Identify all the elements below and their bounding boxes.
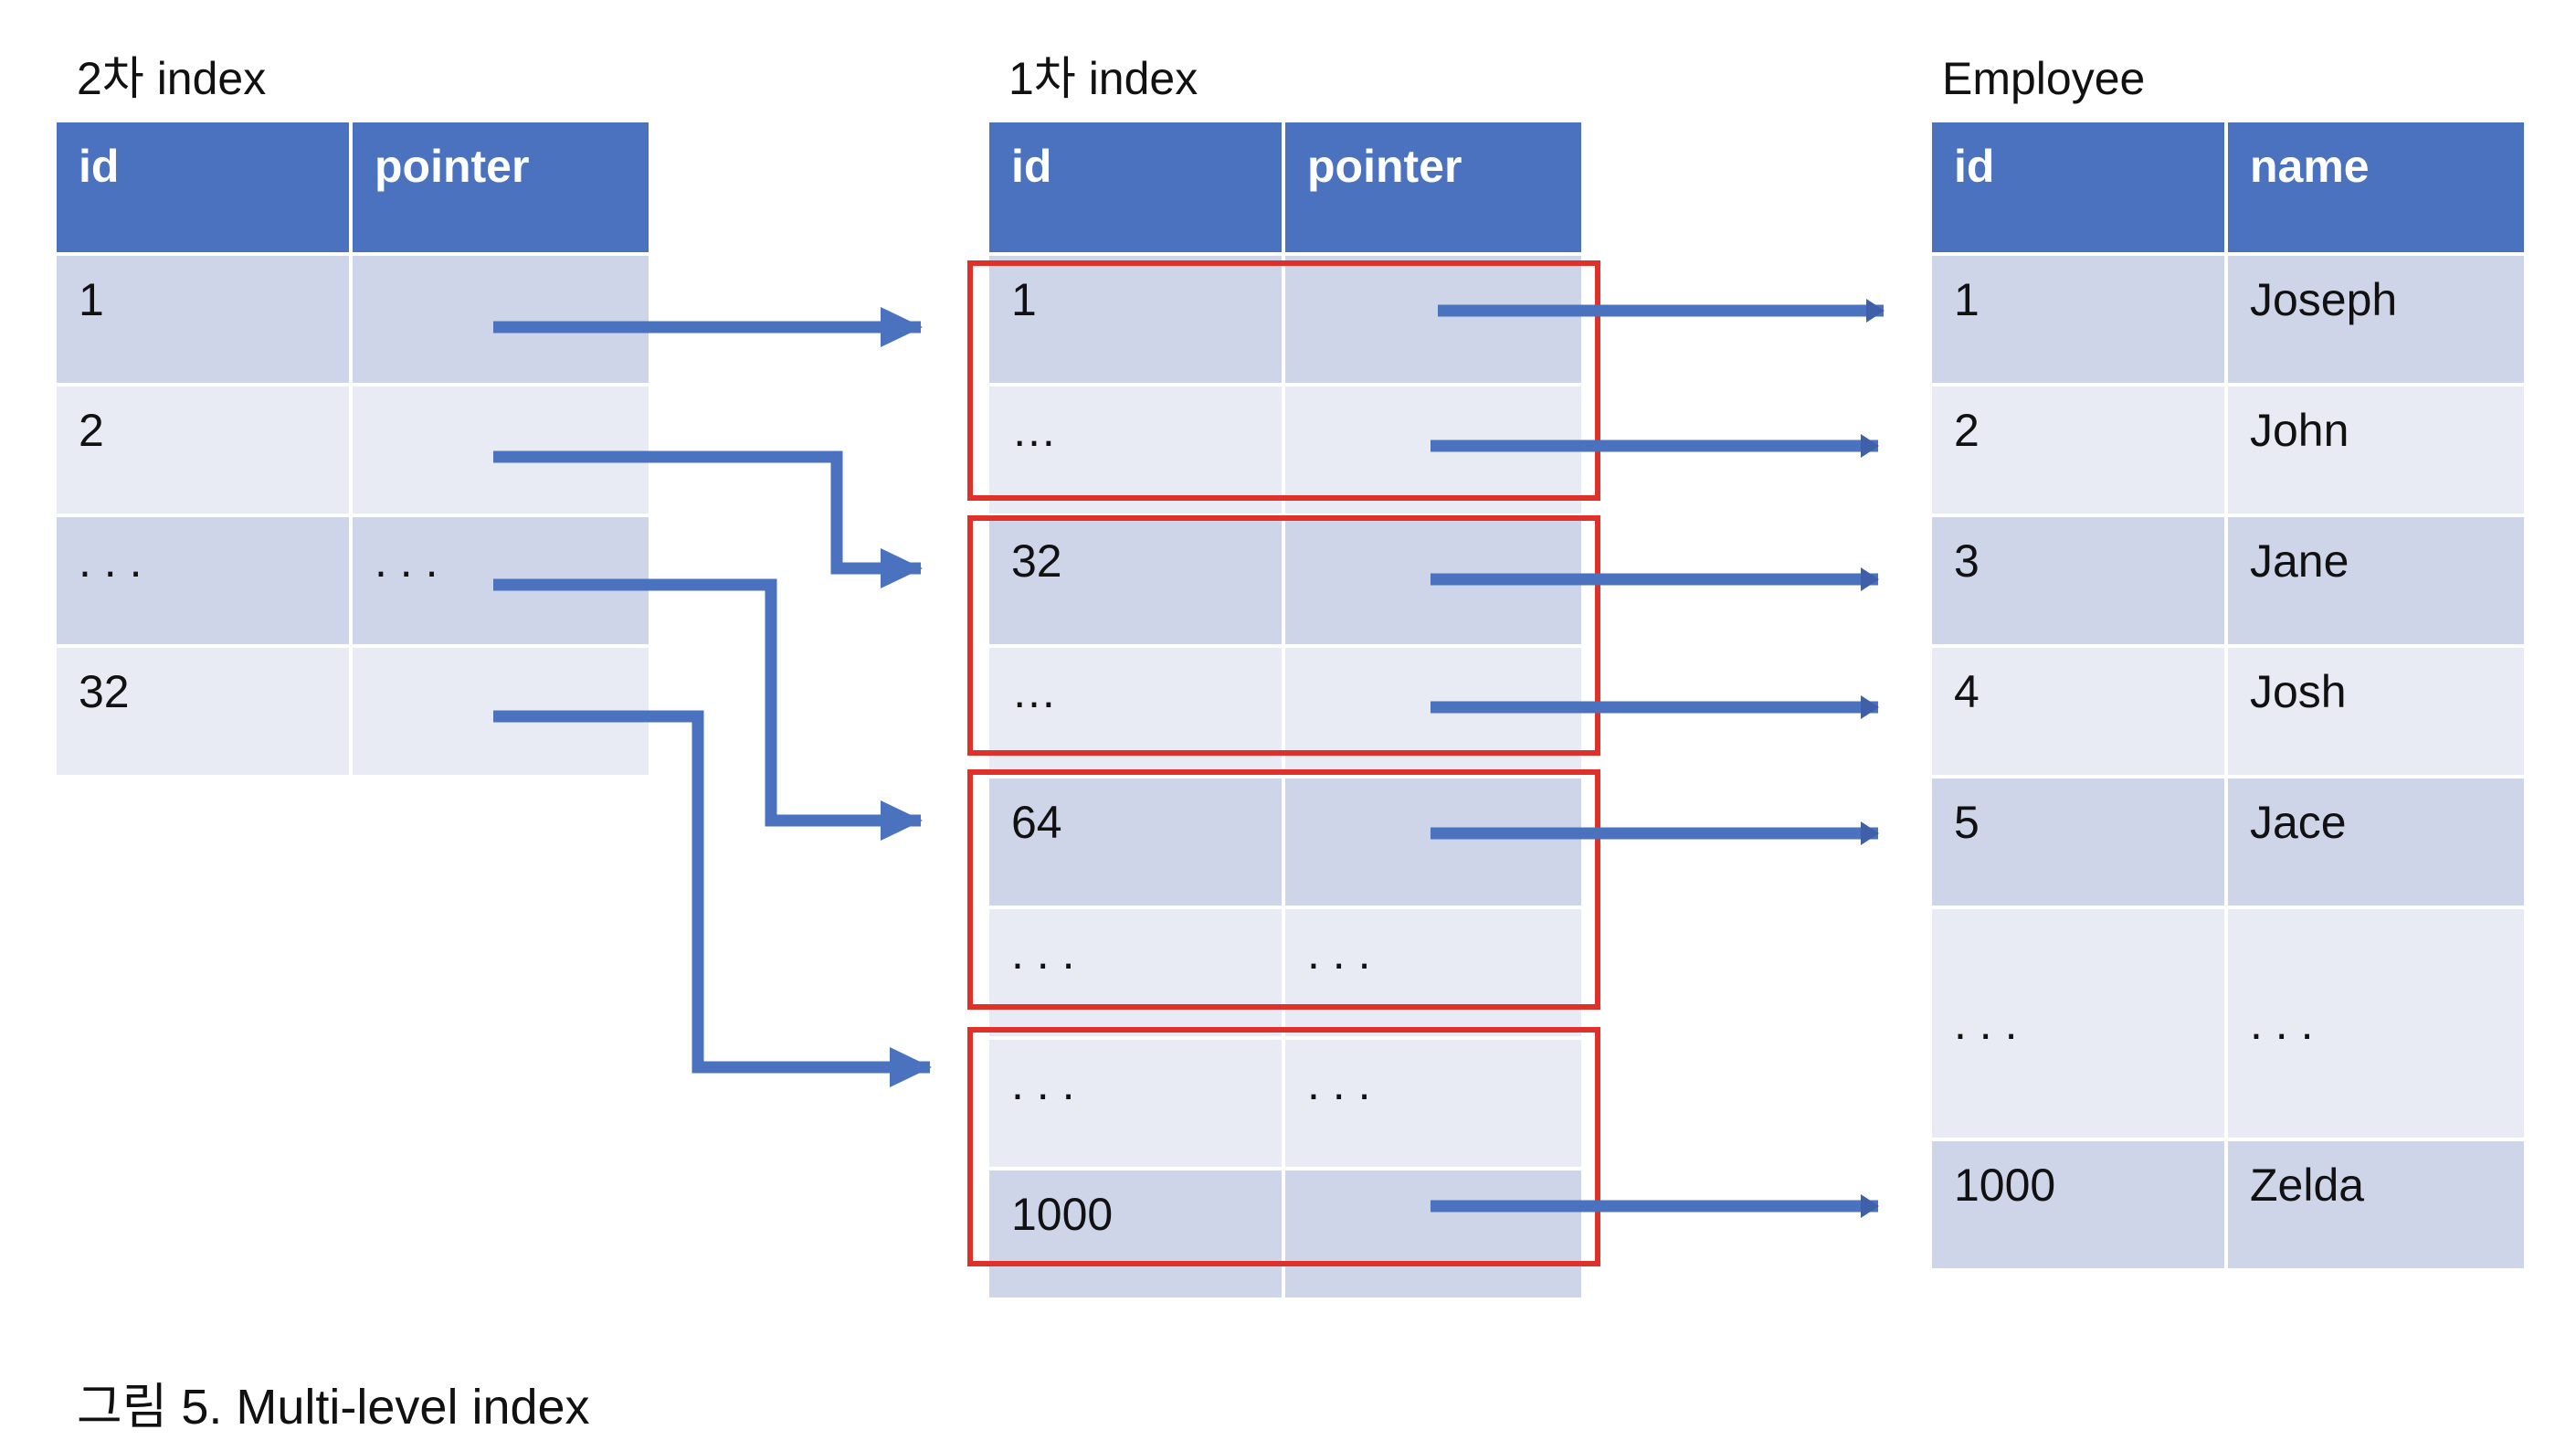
column-header-pointer: pointer: [1285, 122, 1581, 252]
table-row: . . . . . .: [989, 906, 1581, 1036]
name-cell: Zelda: [2228, 1138, 2524, 1268]
index-block-outline: [967, 515, 1600, 756]
table-header-row: id pointer: [989, 122, 1581, 252]
table-row: 2: [57, 383, 649, 514]
table-row: 1 Joseph: [1932, 252, 2524, 383]
id-cell: . . .: [989, 906, 1285, 1036]
table-row: . . . . . .: [989, 1036, 1581, 1167]
pointer-cell: [353, 252, 649, 383]
table-row: 64: [989, 775, 1581, 906]
pointer-arrow: [493, 710, 932, 1087]
primary-index-title: 1차 index: [1008, 53, 1198, 104]
id-cell: 1000: [989, 1167, 1285, 1297]
name-cell: Josh: [2228, 644, 2524, 775]
table-header-row: id pointer: [57, 122, 649, 252]
table-row: 3 Jane: [1932, 514, 2524, 644]
table-row: 4 Josh: [1932, 644, 2524, 775]
id-cell: 32: [57, 644, 353, 775]
pointer-cell: [353, 383, 649, 514]
column-header-id: id: [989, 122, 1285, 252]
id-cell: 1: [1932, 252, 2228, 383]
id-cell: 1: [989, 252, 1285, 383]
id-cell: 2: [57, 383, 353, 514]
id-cell: 4: [1932, 644, 2228, 775]
table-row: 2 John: [1932, 383, 2524, 514]
table-row: 32: [57, 644, 649, 775]
table-row: 1: [989, 252, 1581, 383]
id-cell: 64: [989, 775, 1285, 906]
table-row: . . . . . .: [1932, 906, 2524, 1138]
column-header-pointer: pointer: [353, 122, 649, 252]
name-cell: John: [2228, 383, 2524, 514]
pointer-arrow: [493, 578, 923, 841]
column-header-id: id: [1932, 122, 2228, 252]
pointer-cell: [353, 644, 649, 775]
id-cell: 32: [989, 514, 1285, 644]
index-block-outline: [967, 260, 1600, 501]
id-cell: 5: [1932, 775, 2228, 906]
pointer-cell: [1285, 252, 1581, 383]
column-header-id: id: [57, 122, 353, 252]
id-cell: 1: [57, 252, 353, 383]
name-cell: . . .: [2228, 906, 2524, 1138]
table-row: 1000: [989, 1167, 1581, 1297]
name-cell: Jane: [2228, 514, 2524, 644]
table-row: 5 Jace: [1932, 775, 2524, 906]
index-block-outline: [967, 769, 1600, 1010]
id-cell: 2: [1932, 383, 2228, 514]
secondary-index-title: 2차 index: [77, 53, 267, 104]
pointer-cell: [1285, 775, 1581, 906]
employee-table: id name 1 Joseph 2 John 3 Jane 4 Josh 5 …: [1932, 122, 2524, 1268]
id-cell: …: [989, 383, 1285, 514]
figure-caption: 그림 5. Multi-level index: [77, 1380, 590, 1435]
table-row: 32: [989, 514, 1581, 644]
id-cell: 3: [1932, 514, 2228, 644]
pointer-arrow: [493, 450, 923, 588]
id-cell: . . .: [1932, 906, 2228, 1138]
column-header-name: name: [2228, 122, 2524, 252]
employee-table-title: Employee: [1942, 53, 2146, 104]
pointer-cell: . . .: [1285, 1036, 1581, 1167]
pointer-cell: . . .: [1285, 906, 1581, 1036]
id-cell: . . .: [989, 1036, 1285, 1167]
index-block-outline: [967, 1027, 1600, 1266]
name-cell: Joseph: [2228, 252, 2524, 383]
name-cell: Jace: [2228, 775, 2524, 906]
id-cell: 1000: [1932, 1138, 2228, 1268]
id-cell: . . .: [57, 514, 353, 644]
table-row: 1000 Zelda: [1932, 1138, 2524, 1268]
pointer-cell: [1285, 1167, 1581, 1297]
table-header-row: id name: [1932, 122, 2524, 252]
table-row: 1: [57, 252, 649, 383]
